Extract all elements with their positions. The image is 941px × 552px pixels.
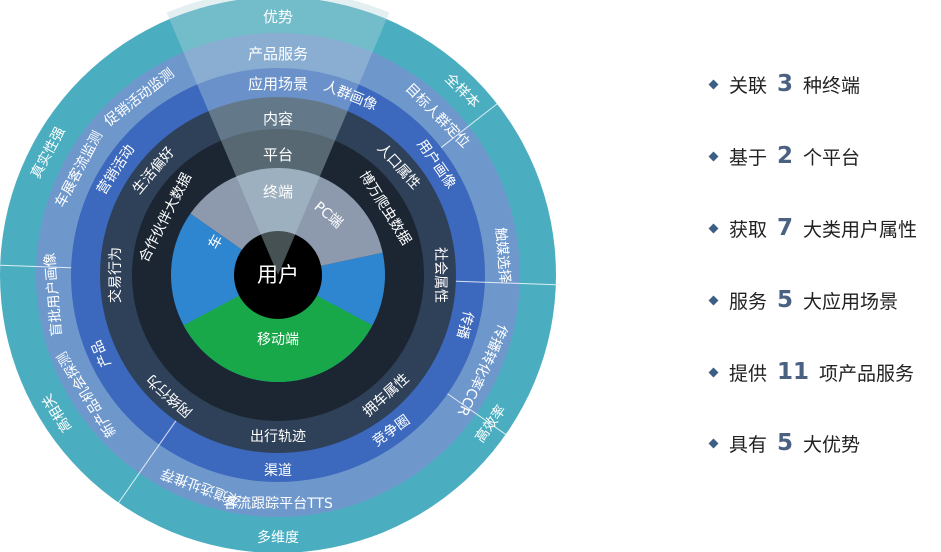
advantage-divider bbox=[447, 393, 507, 435]
legend-suffix: 项产品服务 bbox=[819, 362, 915, 385]
ring-label-platform: 平台 bbox=[263, 146, 293, 164]
concentric-rings bbox=[0, 0, 556, 552]
attribute-label: 交易行为 bbox=[107, 247, 124, 303]
terminal-mobile-label: 移动端 bbox=[257, 332, 299, 348]
top-wedge bbox=[166, 0, 390, 275]
legend-item: 具有 5 大优势 bbox=[706, 426, 860, 460]
legend-suffix: 种终端 bbox=[803, 74, 861, 97]
user-data-wheel-diagram: 用户终端平台内容应用场景产品服务优势车PC端移动端合作伙伴大数据博万爬虫数据生活… bbox=[0, 0, 556, 552]
advantage-divider bbox=[440, 103, 498, 148]
scene-divider bbox=[158, 420, 177, 445]
legend-suffix: 个平台 bbox=[803, 146, 861, 169]
legend-number: 11 bbox=[777, 359, 810, 385]
diamond-bullet-icon bbox=[708, 438, 719, 448]
service-label: 客流跟踪平台TTS bbox=[223, 495, 333, 512]
ring-label-content: 内容 bbox=[263, 110, 293, 128]
service-label: 触媒选择 bbox=[492, 227, 513, 284]
center-circle bbox=[234, 231, 322, 319]
legend-number: 7 bbox=[777, 215, 794, 241]
legend-number: 5 bbox=[777, 287, 794, 313]
legend-suffix: 大类用户属性 bbox=[803, 218, 918, 241]
terminal-pc-sector bbox=[190, 168, 383, 275]
diamond-bullet-icon bbox=[708, 151, 719, 161]
legend-number: 5 bbox=[777, 430, 794, 456]
legend-number: 3 bbox=[777, 71, 794, 97]
scene-divider bbox=[455, 280, 485, 283]
advantage-divider bbox=[0, 264, 72, 269]
attribute-label: 出行轨迹 bbox=[250, 429, 306, 445]
diamond-bullet-icon bbox=[708, 223, 719, 233]
ring-label-terminal: 终端 bbox=[263, 183, 293, 201]
scene-label: 渠道 bbox=[264, 463, 292, 479]
legend-panel: 关联 3 种终端 基于 2 个平台 获取 7 大类用户属性 服务 5 大应用场景… bbox=[706, 0, 941, 552]
legend-prefix: 提供 bbox=[729, 362, 768, 385]
ring-label-service: 产品服务 bbox=[248, 45, 308, 63]
diamond-bullet-icon bbox=[708, 79, 719, 89]
highlight-wedge bbox=[166, 0, 390, 275]
legend-prefix: 基于 bbox=[729, 146, 768, 169]
legend-prefix: 服务 bbox=[729, 290, 768, 313]
advantage-divider bbox=[484, 281, 556, 286]
center-label: 用户 bbox=[257, 263, 299, 287]
attribute-label: 社会属性 bbox=[432, 247, 448, 303]
legend-number: 2 bbox=[777, 143, 794, 169]
scene-label: 传播 bbox=[453, 309, 476, 340]
legend-suffix: 大应用场景 bbox=[803, 290, 899, 313]
legend-suffix: 大优势 bbox=[803, 433, 861, 456]
legend-prefix: 具有 bbox=[729, 433, 768, 456]
legend-prefix: 关联 bbox=[729, 74, 768, 97]
diamond-bullet-icon bbox=[708, 367, 719, 377]
ring-label-scene: 应用场景 bbox=[248, 75, 308, 93]
segment-dividers bbox=[0, 103, 556, 504]
ring-label-advantage: 优势 bbox=[263, 8, 293, 26]
legend-item: 提供 11 项产品服务 bbox=[706, 355, 914, 389]
legend-item: 基于 2 个平台 bbox=[706, 139, 860, 173]
advantage-label: 多维度 bbox=[257, 529, 299, 546]
advantage-divider bbox=[118, 444, 160, 504]
terminal-mobile-sector bbox=[183, 275, 373, 382]
legend-item: 服务 5 大应用场景 bbox=[706, 283, 898, 317]
diamond-bullet-icon bbox=[708, 295, 719, 305]
legend-prefix: 获取 bbox=[729, 218, 768, 241]
legend-item: 获取 7 大类用户属性 bbox=[706, 211, 917, 245]
legend-item: 关联 3 种终端 bbox=[706, 67, 860, 101]
